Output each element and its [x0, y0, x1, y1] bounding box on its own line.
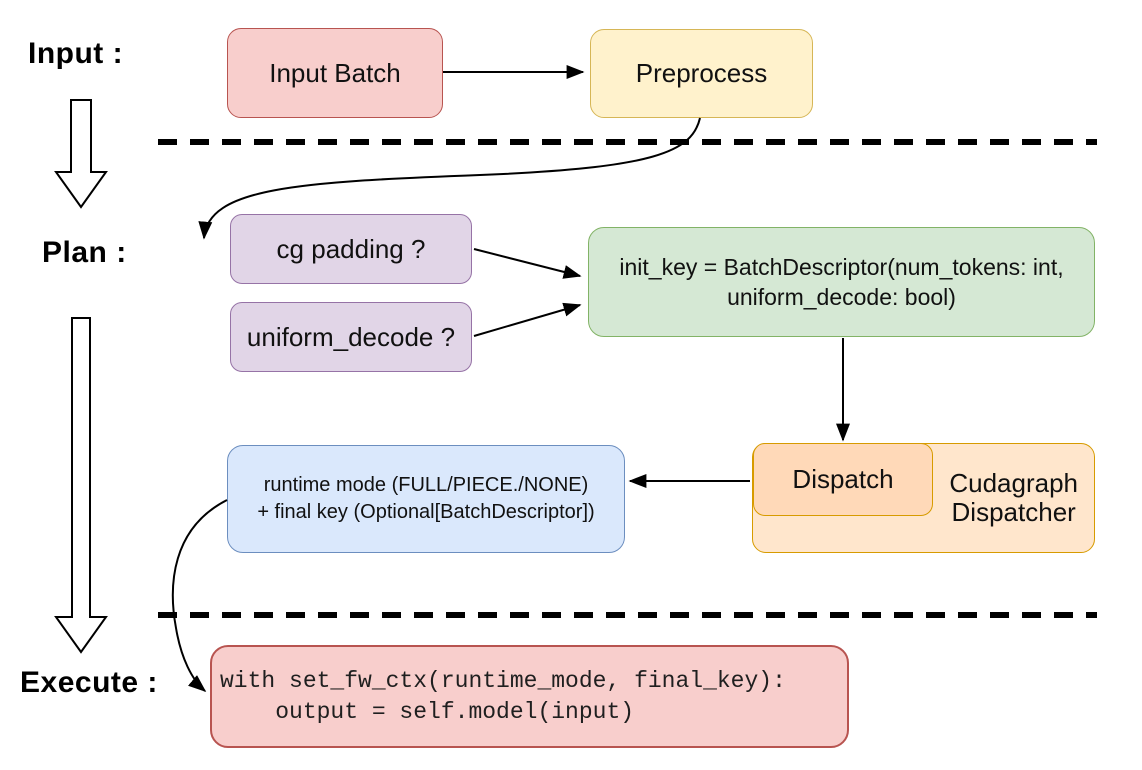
- node-preprocess: Preprocess: [590, 29, 813, 118]
- node-uniform-decode-label: uniform_decode ?: [246, 321, 456, 352]
- node-input-batch-label: Input Batch: [269, 57, 401, 88]
- node-dispatch: Dispatch: [753, 443, 933, 516]
- block-down-arrow-plan-to-execute-icon: [54, 317, 108, 654]
- arrow-cgpadding-to-initkey: [473, 248, 582, 279]
- node-cg-padding-label: cg padding ?: [276, 233, 426, 264]
- arrow-uniformdecode-to-initkey: [473, 302, 582, 337]
- node-preprocess-label: Preprocess: [635, 58, 768, 89]
- node-runtime-line1: runtime mode (FULL/PIECE./NONE): [263, 474, 589, 496]
- node-input-batch: Input Batch: [227, 28, 443, 118]
- node-init-key: init_key = BatchDescriptor(num_tokens: i…: [588, 227, 1095, 337]
- node-runtime-result: runtime mode (FULL/PIECE./NONE) + final …: [227, 445, 625, 553]
- node-init-key-line1: init_key = BatchDescriptor(num_tokens: i…: [619, 254, 1064, 280]
- node-execute-code: with set_fw_ctx(runtime_mode, final_key)…: [210, 645, 849, 748]
- node-runtime-line2: + final key (Optional[BatchDescriptor]): [257, 501, 595, 523]
- stage-label-execute: Execute :: [20, 666, 158, 699]
- stage-label-plan: Plan :: [42, 236, 127, 269]
- node-cg-padding: cg padding ?: [230, 214, 472, 284]
- node-dispatch-label: Dispatch: [792, 464, 894, 495]
- stage-label-input: Input :: [28, 37, 124, 70]
- node-init-key-line2: uniform_decode: bool): [727, 284, 956, 310]
- node-cudagraph-line2: Dispatcher: [951, 497, 1076, 527]
- execute-code-line1: with set_fw_ctx(runtime_mode, final_key)…: [220, 667, 786, 694]
- node-cudagraph-line1: Cudagraph: [949, 468, 1078, 498]
- block-down-arrow-input-to-plan-icon: [54, 99, 108, 209]
- execute-code-line2: output = self.model(input): [220, 698, 635, 725]
- node-uniform-decode: uniform_decode ?: [230, 302, 472, 372]
